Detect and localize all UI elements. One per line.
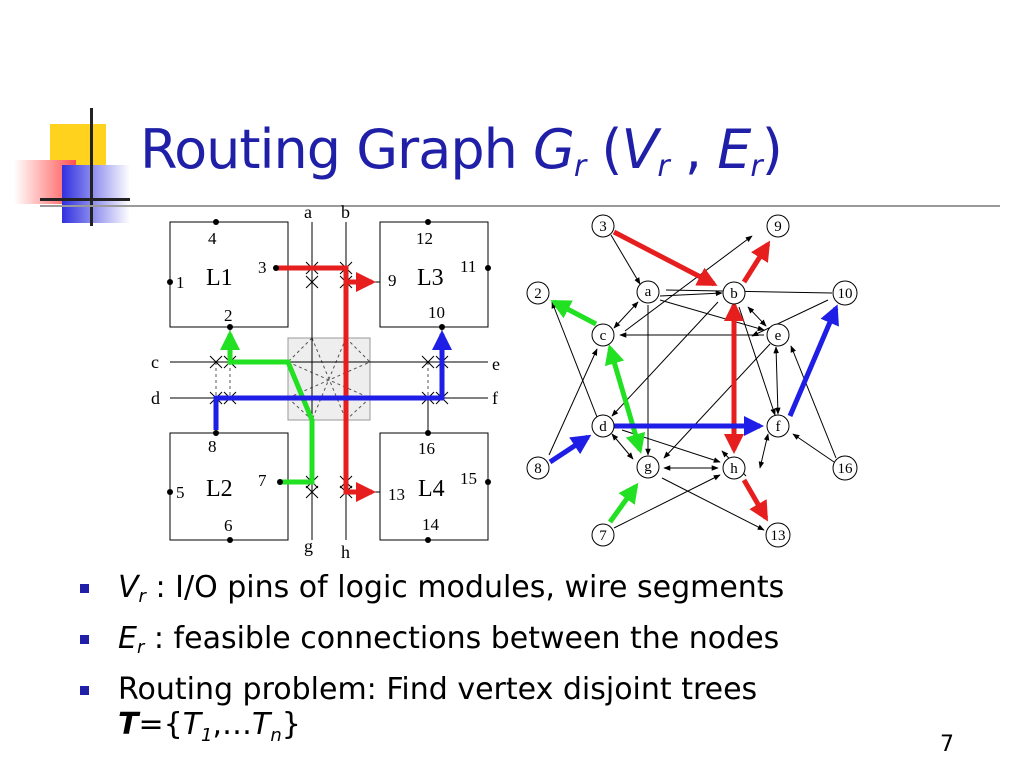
red-net-layout: [276, 265, 376, 502]
red-edge-h-13: [741, 478, 769, 522]
svg-text:9: 9: [388, 271, 397, 290]
svg-text:2: 2: [224, 306, 233, 325]
svg-text:9: 9: [774, 219, 782, 235]
bullet-vr: Vr : I/O pins of logic modules, wire seg…: [80, 570, 784, 615]
svg-text:d: d: [599, 419, 607, 435]
svg-text:3: 3: [599, 219, 607, 235]
svg-text:15: 15: [460, 469, 477, 488]
svg-text:16: 16: [838, 461, 854, 477]
bullet-marker: [80, 584, 89, 593]
svg-text:1: 1: [176, 273, 185, 292]
page-number: 7: [940, 732, 954, 757]
svg-text:13: 13: [771, 528, 786, 544]
node-9: 9: [766, 214, 790, 238]
node-16: 16: [832, 455, 858, 481]
module-l4-box: [379, 432, 489, 541]
node-3: 3: [591, 214, 615, 238]
module-l3-box: [379, 221, 489, 328]
bullet-list: Vr : I/O pins of logic modules, wire seg…: [80, 570, 784, 753]
svg-text:10: 10: [428, 303, 445, 322]
green-net-layout: [220, 330, 315, 485]
green-edge-7-g: [607, 482, 639, 524]
svg-text:13: 13: [388, 485, 405, 504]
svg-text:g: g: [304, 536, 313, 556]
bullet-er: Er : feasible connections between the no…: [80, 621, 784, 666]
svg-text:e: e: [775, 328, 782, 344]
bullet-marker: [80, 635, 89, 644]
node-f: f: [766, 414, 790, 438]
green-edge-c-g: [604, 344, 646, 454]
svg-text:2: 2: [534, 286, 542, 302]
svg-text:3: 3: [258, 258, 267, 277]
svg-text:h: h: [341, 542, 350, 562]
svg-text:L3: L3: [417, 265, 444, 291]
bullet-marker: [80, 686, 89, 695]
red-edge-3-b: [612, 229, 718, 287]
pin-dots: [167, 219, 491, 543]
deco-horizontal-line: [40, 198, 130, 201]
node-13: 13: [765, 522, 791, 548]
svg-text:b: b: [341, 202, 350, 222]
svg-text:8: 8: [534, 461, 542, 477]
node-10: 10: [832, 280, 858, 306]
node-a: a: [636, 280, 660, 304]
svg-text:d: d: [151, 388, 160, 408]
deco-blue-block: [62, 165, 130, 223]
svg-text:5: 5: [176, 483, 185, 502]
node-g: g: [636, 455, 660, 479]
node-7: 7: [591, 523, 615, 547]
svg-text:16: 16: [418, 439, 435, 458]
svg-text:L2: L2: [206, 476, 233, 502]
svg-text:8: 8: [208, 437, 217, 456]
svg-text:10: 10: [838, 286, 853, 302]
graph-nodes: 3 9 2 a b 10 c e d f 8 g h 16 7 13: [526, 214, 858, 548]
svg-text:4: 4: [208, 229, 217, 248]
svg-text:c: c: [600, 328, 607, 344]
svg-text:6: 6: [224, 516, 233, 535]
svg-text:7: 7: [258, 471, 267, 490]
svg-text:h: h: [730, 461, 738, 477]
graph-edges: [548, 234, 837, 531]
title-divider: [40, 205, 1000, 207]
svg-text:11: 11: [460, 257, 476, 276]
svg-text:14: 14: [422, 515, 440, 534]
red-edge-b-9: [741, 240, 771, 284]
node-2: 2: [526, 281, 550, 305]
node-c: c: [591, 323, 615, 347]
svg-text:12: 12: [416, 229, 433, 248]
bullet-routing-problem: Routing problem: Find vertex disjoint tr…: [80, 672, 784, 708]
node-h: h: [722, 456, 746, 480]
svg-text:7: 7: [599, 528, 607, 544]
node-b: b: [722, 281, 746, 305]
track-labels: a b c d e f g h: [151, 202, 500, 562]
module-labels: L1 L2 L3 L4: [206, 265, 445, 502]
svg-text:b: b: [730, 286, 738, 302]
svg-text:f: f: [776, 419, 781, 435]
node-8: 8: [526, 456, 550, 480]
slide-title: Routing Graph Gr (Vr , Er): [140, 118, 783, 184]
blue-edge-f-10: [787, 304, 839, 417]
svg-text:a: a: [304, 202, 312, 222]
svg-text:f: f: [492, 388, 498, 408]
svg-text:c: c: [151, 352, 159, 372]
blue-edge-8-d: [548, 434, 592, 465]
node-d: d: [591, 414, 615, 438]
node-e: e: [766, 323, 790, 347]
deco-vertical-line: [90, 108, 93, 226]
svg-text:L1: L1: [206, 265, 233, 291]
blue-net-layout: [213, 330, 452, 430]
svg-text:g: g: [644, 459, 652, 475]
bullet-routing-formula: T={T1,…Tn}: [118, 707, 301, 747]
pin-labels: 1 2 3 4 5 6 7 8 9 10 11 12 13 14 15 16: [176, 229, 477, 535]
fpga-layout: [169, 221, 489, 541]
green-edge-c-2: [550, 299, 598, 327]
svg-text:e: e: [492, 354, 500, 374]
svg-text:L4: L4: [418, 476, 445, 502]
svg-text:a: a: [645, 284, 652, 300]
